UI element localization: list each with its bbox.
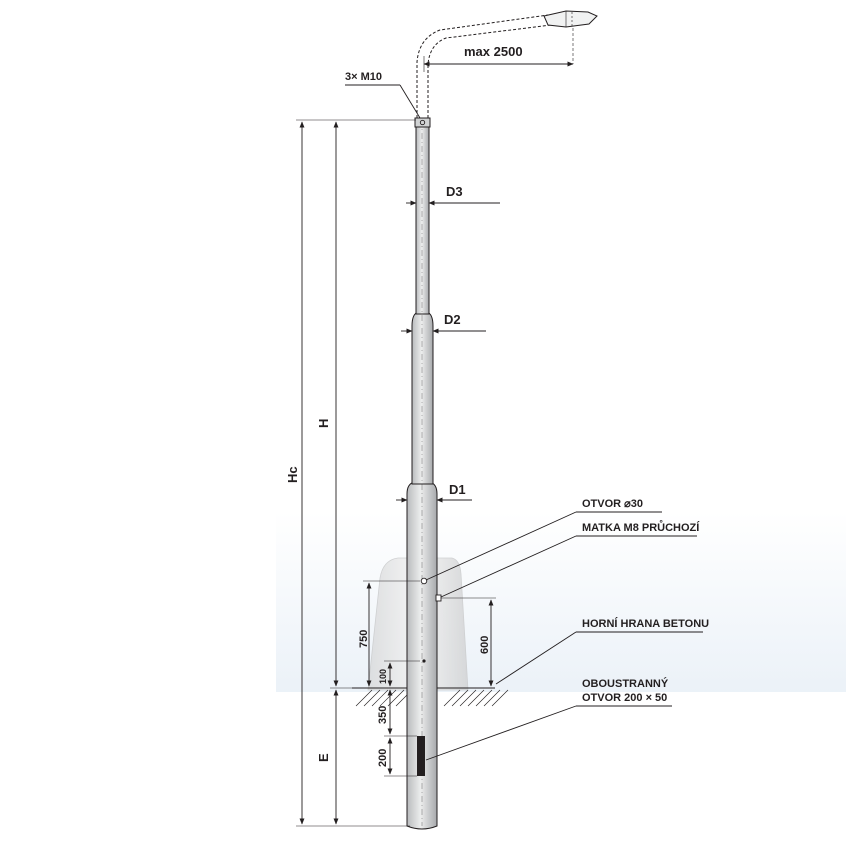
hatch-line xyxy=(491,689,509,707)
d2-dimension: D2 xyxy=(401,312,486,334)
bolts-label: 3× M10 xyxy=(345,71,382,83)
ground-point-marker xyxy=(422,659,426,663)
hc-label: Hc xyxy=(285,466,300,483)
d3-label: D3 xyxy=(446,184,463,199)
hatch-line xyxy=(379,689,397,707)
concrete-top-callout: HORNÍ HRANA BETONU xyxy=(495,617,709,685)
dim-200: 200 xyxy=(377,737,417,777)
hatch-line xyxy=(483,689,501,707)
dim-750-label: 750 xyxy=(358,630,370,648)
dim-600-label: 600 xyxy=(479,636,491,654)
hole-marker xyxy=(420,577,428,585)
pole-section-d3 xyxy=(415,119,430,315)
ground-band xyxy=(276,512,846,692)
d1-label: D1 xyxy=(449,482,466,497)
nut-label: MATKA M8 PRŮCHOZÍ xyxy=(582,520,700,534)
arm-reach-dimension: max 2500 xyxy=(423,44,574,72)
dim-350-label: 350 xyxy=(377,706,389,724)
dim-350: 350 xyxy=(377,689,417,737)
hatch-line xyxy=(443,689,461,707)
dim-750: 750 xyxy=(358,580,420,687)
hc-dimension: Hc xyxy=(285,119,416,827)
hatch-line xyxy=(451,689,469,707)
bolts-callout: 3× M10 xyxy=(345,71,421,119)
hatch-line xyxy=(459,689,477,707)
slot-label-line1: OBOUSTRANNÝ xyxy=(582,677,669,690)
h-dimension: H xyxy=(316,121,352,689)
arm-reach-label: max 2500 xyxy=(464,44,523,59)
concrete-top-label: HORNÍ HRANA BETONU xyxy=(582,617,709,630)
d2-label: D2 xyxy=(444,312,461,327)
nut-marker xyxy=(435,594,442,602)
hole-callout: OTVOR ⌀30 xyxy=(425,498,662,581)
hatch-line xyxy=(475,689,493,707)
e-dimension: E xyxy=(316,689,339,825)
bolt-icon xyxy=(419,119,426,126)
dim-100-label: 100 xyxy=(378,669,388,684)
slot-callout: OBOUSTRANNÝ OTVOR 200 × 50 xyxy=(425,677,672,761)
d1-dimension: D1 xyxy=(396,482,472,503)
dim-200-label: 200 xyxy=(377,749,389,767)
luminaire-icon xyxy=(543,10,598,28)
h-label: H xyxy=(316,419,331,428)
hatch-line xyxy=(467,689,485,707)
hole-label: OTVOR ⌀30 xyxy=(582,498,643,510)
hatch-line xyxy=(355,689,373,707)
nut-callout: MATKA M8 PRŮCHOZÍ xyxy=(440,520,700,598)
d3-dimension: D3 xyxy=(406,184,500,206)
pole-section-d2 xyxy=(411,311,434,485)
pole xyxy=(406,117,442,830)
dim-100: 100 xyxy=(378,660,420,687)
hatch-line xyxy=(363,689,381,707)
e-label: E xyxy=(316,753,331,762)
hatch-line xyxy=(371,689,389,707)
dim-600: 600 xyxy=(441,597,496,687)
pole-cap xyxy=(414,117,431,128)
slot-label-line2: OTVOR 200 × 50 xyxy=(582,692,667,704)
bracket-arm xyxy=(416,10,598,118)
